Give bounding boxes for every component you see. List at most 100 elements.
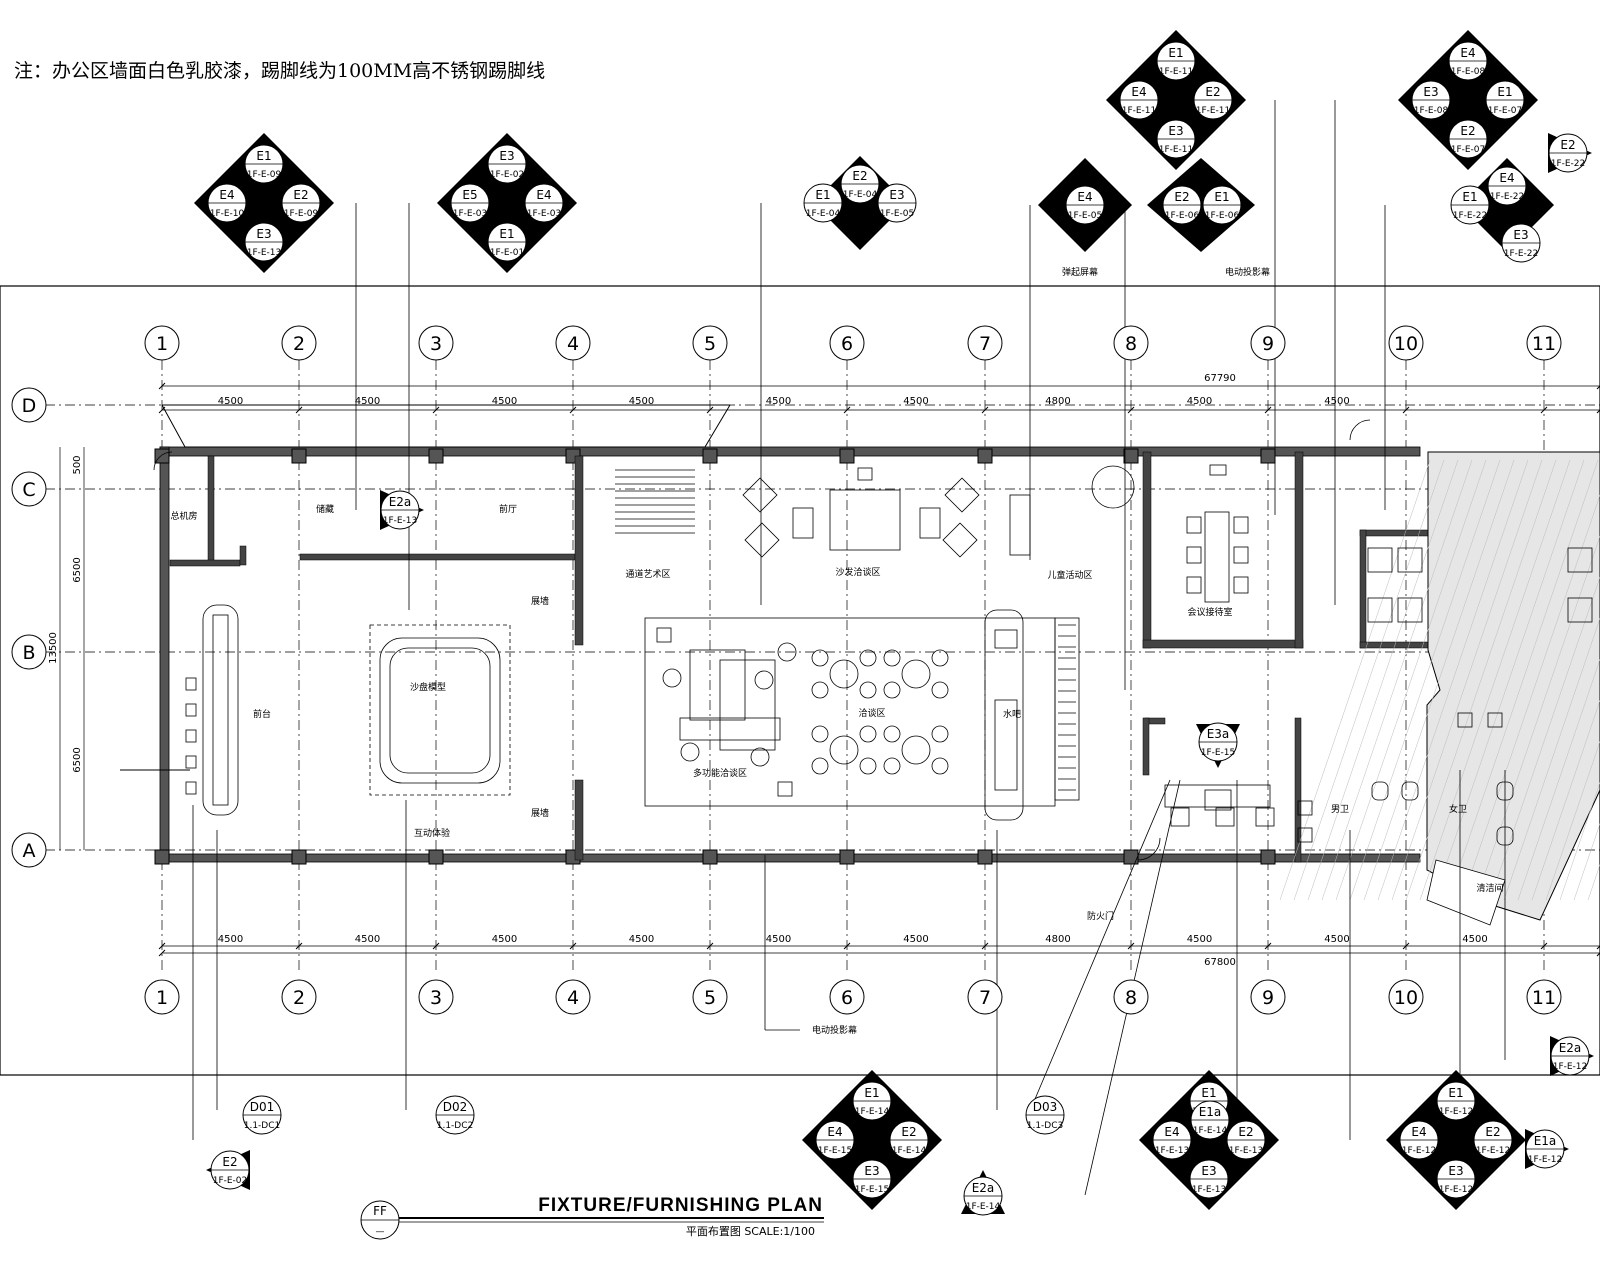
room-label: 展墙 xyxy=(531,595,549,607)
elevation-id: E2 xyxy=(1560,138,1575,152)
hatch-line xyxy=(1475,535,1600,901)
room-label: 多功能洽谈区 xyxy=(693,767,747,779)
elevation-sheet: 1F-E-22 xyxy=(1504,249,1539,259)
room-label: 前厅 xyxy=(499,503,517,515)
grid-label-col: 9 xyxy=(1262,333,1274,355)
grid-label-col: 2 xyxy=(293,333,305,355)
hatch-line xyxy=(1517,658,1600,901)
dimension-value: 13500 xyxy=(48,632,59,664)
hatch-line xyxy=(1433,459,1585,901)
dimension-value: 4500 xyxy=(629,934,654,945)
dimension-value: 4500 xyxy=(629,396,654,407)
round-table xyxy=(829,735,859,765)
hatch-line xyxy=(1447,459,1599,901)
stool xyxy=(1255,807,1275,827)
elevation-id: E4 xyxy=(1164,1125,1179,1139)
grid-bubble-row xyxy=(11,471,47,507)
elevation-sheet: 1F-E-07 xyxy=(1488,106,1523,116)
elevation-id: E1 xyxy=(1214,190,1229,204)
office-desk xyxy=(1397,547,1423,573)
side-table xyxy=(680,742,700,762)
dimension-value: 4800 xyxy=(1045,934,1070,945)
stool xyxy=(185,677,197,691)
dimension-tick xyxy=(1540,406,1548,414)
dimension-tick xyxy=(158,382,166,390)
elevation-sheet: 1F-E-01 xyxy=(490,248,525,258)
chair xyxy=(811,681,829,699)
dimension-tick xyxy=(1596,385,1600,390)
elevation-sheet: 1F-E-11 xyxy=(1159,145,1194,155)
grid-label-col: 2 xyxy=(293,987,305,1009)
stool xyxy=(1170,807,1190,827)
stool xyxy=(185,703,197,717)
dimension-tick xyxy=(1127,942,1135,950)
side-table xyxy=(662,668,682,688)
sofa xyxy=(689,649,746,721)
elevation-id: E3 xyxy=(1448,1164,1463,1178)
elevation-sheet: 1F-E-09 xyxy=(284,209,319,219)
grid-label-col: 4 xyxy=(567,987,579,1009)
elevation-id: E3 xyxy=(1168,124,1183,138)
grid-bubble-col xyxy=(967,325,1003,361)
grid-bubble-col xyxy=(1113,325,1149,361)
structural-column xyxy=(154,849,170,865)
dimension-tick xyxy=(158,949,166,957)
elevation-id: E3 xyxy=(864,1164,879,1178)
armchair xyxy=(744,522,780,558)
elevation-id: E4 xyxy=(827,1125,842,1139)
side-table xyxy=(750,747,770,767)
dimension-tick xyxy=(1540,942,1548,950)
coffee-table xyxy=(792,507,814,539)
meeting-chair xyxy=(1186,516,1202,534)
partition-wall xyxy=(1142,451,1152,649)
dimension-tick xyxy=(981,406,989,414)
elevation-sheet: 1F-E-15 xyxy=(855,1185,890,1195)
dimension-tick xyxy=(569,942,577,950)
elevation-sheet: 1F-E-14 xyxy=(966,1202,1001,1212)
chair xyxy=(931,757,949,775)
structural-column xyxy=(1123,849,1139,865)
elevation-sheet: 1F-E-13 xyxy=(1192,1185,1227,1195)
elevation-sheet: 1F-E-12 xyxy=(1528,1155,1563,1165)
elevation-id: E3 xyxy=(889,188,904,202)
dimension-value: 4500 xyxy=(355,396,380,407)
elevation-sheet: 1F-E-12 xyxy=(1439,1185,1474,1195)
grid-bubble-col xyxy=(692,979,728,1015)
elevation-id: E1 xyxy=(499,227,514,241)
partition-wall xyxy=(1142,639,1304,649)
dimension-tick xyxy=(706,942,714,950)
chair xyxy=(883,649,901,667)
elevation-diamond xyxy=(1106,30,1246,170)
room-label: 洽谈区 xyxy=(858,707,885,719)
hatch-line xyxy=(1489,576,1600,901)
elevation-diamond xyxy=(802,1070,942,1210)
elevation-id: E2 xyxy=(1485,1125,1500,1139)
elevation-sheet: 1F-E-02 xyxy=(490,170,525,180)
chair xyxy=(811,725,829,743)
callout-label: 电动投影幕 xyxy=(812,1024,857,1036)
dimension-value: 4500 xyxy=(1187,396,1212,407)
structural-column xyxy=(154,448,170,464)
kids-bench xyxy=(1009,494,1031,556)
hatch-line xyxy=(1293,459,1445,901)
grid-bubble-col xyxy=(281,325,317,361)
hatch-line xyxy=(1335,459,1487,901)
grid-label-col: 10 xyxy=(1394,333,1418,355)
elevation-id: E1 xyxy=(1168,46,1183,60)
plan-tag-id: FF xyxy=(373,1204,387,1218)
structural-column xyxy=(839,448,855,464)
grid-label-col: 4 xyxy=(567,333,579,355)
dimension-value: 4500 xyxy=(492,934,517,945)
wall-north xyxy=(159,446,1421,457)
elevation-id: E1 xyxy=(864,1086,879,1100)
chair xyxy=(931,725,949,743)
grid-bubble-col xyxy=(1250,325,1286,361)
wall-west xyxy=(159,446,170,863)
room-label: 互动体验 xyxy=(414,827,450,839)
elevation-sheet: 1F-E-03 xyxy=(527,209,562,219)
elevation-id: E1a xyxy=(1534,1134,1557,1148)
dimension-value: 4500 xyxy=(218,934,243,945)
hatch-line xyxy=(1559,781,1600,901)
grid-bubble-row xyxy=(11,634,47,670)
grid-label-col: 9 xyxy=(1262,987,1274,1009)
